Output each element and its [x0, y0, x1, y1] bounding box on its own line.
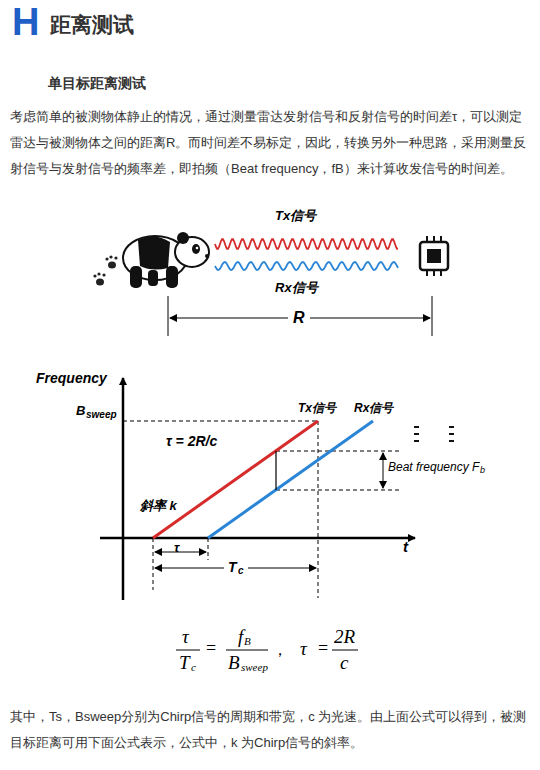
formula-symbol: f: [238, 626, 243, 649]
subscript: b: [480, 465, 485, 476]
section-letter: H: [12, 0, 39, 46]
signal-label: Rx信号: [354, 401, 393, 415]
paragraph: 考虑简单的被测物体静止的情况，通过测量雷达发射信号和反射信号的时间差τ，可以测定…: [10, 104, 530, 182]
formula-subscript: c: [191, 661, 196, 674]
signal-label: Tx信号: [275, 208, 316, 224]
paragraph: 其中，Ts，Bsweep分别为Chirp信号的周期和带宽，c 为光速。由上面公式…: [10, 704, 530, 756]
formula-symbol: τ: [300, 638, 307, 661]
formula-symbol: B: [228, 652, 240, 675]
distance-label: R: [293, 308, 305, 327]
period-label: T: [228, 559, 237, 576]
formula-subscript: B: [244, 635, 251, 648]
formula-label: τ = 2R/c: [166, 433, 217, 450]
beat-frequency-label: Beat frequency F: [388, 460, 479, 474]
subheading: 单目标距离测试: [48, 75, 146, 92]
signal-label: Rx信号: [275, 280, 318, 296]
fraction-bars: [176, 650, 358, 651]
formula-symbol: ，: [272, 640, 288, 659]
chirp-chart: [100, 378, 415, 600]
axis-label: t: [403, 538, 408, 556]
slope-label: 斜率 k: [140, 498, 177, 514]
subscript: c: [238, 565, 244, 577]
formula-symbol: 2R: [334, 626, 355, 649]
formula-symbol: c: [340, 652, 348, 675]
axis-label: Frequency: [36, 370, 107, 387]
r-dimension: [168, 296, 432, 336]
subscript: sweep: [86, 409, 117, 421]
formula-symbol: =: [318, 638, 328, 660]
formula-symbol: τ: [182, 626, 189, 649]
panda: [123, 232, 209, 288]
formula-symbol: T: [179, 652, 190, 675]
signal-label: Tx信号: [298, 401, 336, 415]
paw-prints: [93, 255, 117, 285]
chip-icon: [414, 236, 454, 441]
axis-label: B: [76, 403, 85, 419]
formula-symbol: =: [206, 638, 216, 660]
tau-label: τ: [174, 540, 179, 556]
page-title: 距离测试: [50, 12, 134, 37]
formula-subscript: sweep: [241, 661, 268, 674]
